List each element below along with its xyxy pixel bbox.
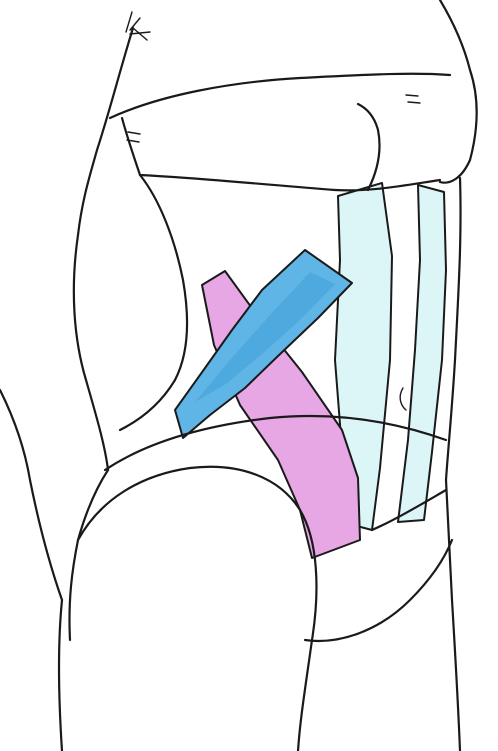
elbow-crease xyxy=(358,104,380,190)
hip-curve xyxy=(78,467,316,751)
arm-outline-lower xyxy=(122,118,440,190)
back-arm-left xyxy=(0,390,62,600)
arm-tick-marks xyxy=(127,95,420,142)
buttock-outline xyxy=(59,600,62,751)
torso-right-outline xyxy=(446,178,461,480)
thigh-front xyxy=(446,480,460,751)
groin-line xyxy=(305,540,452,641)
buttock-inner xyxy=(69,470,108,640)
torso-left-outline xyxy=(74,235,108,470)
torso-back-curve xyxy=(120,175,187,430)
arm-outline-upper xyxy=(110,74,450,118)
navel-mark xyxy=(400,388,406,410)
shoulder-bulge xyxy=(440,0,477,183)
light-cyan-tape-right xyxy=(398,185,446,522)
